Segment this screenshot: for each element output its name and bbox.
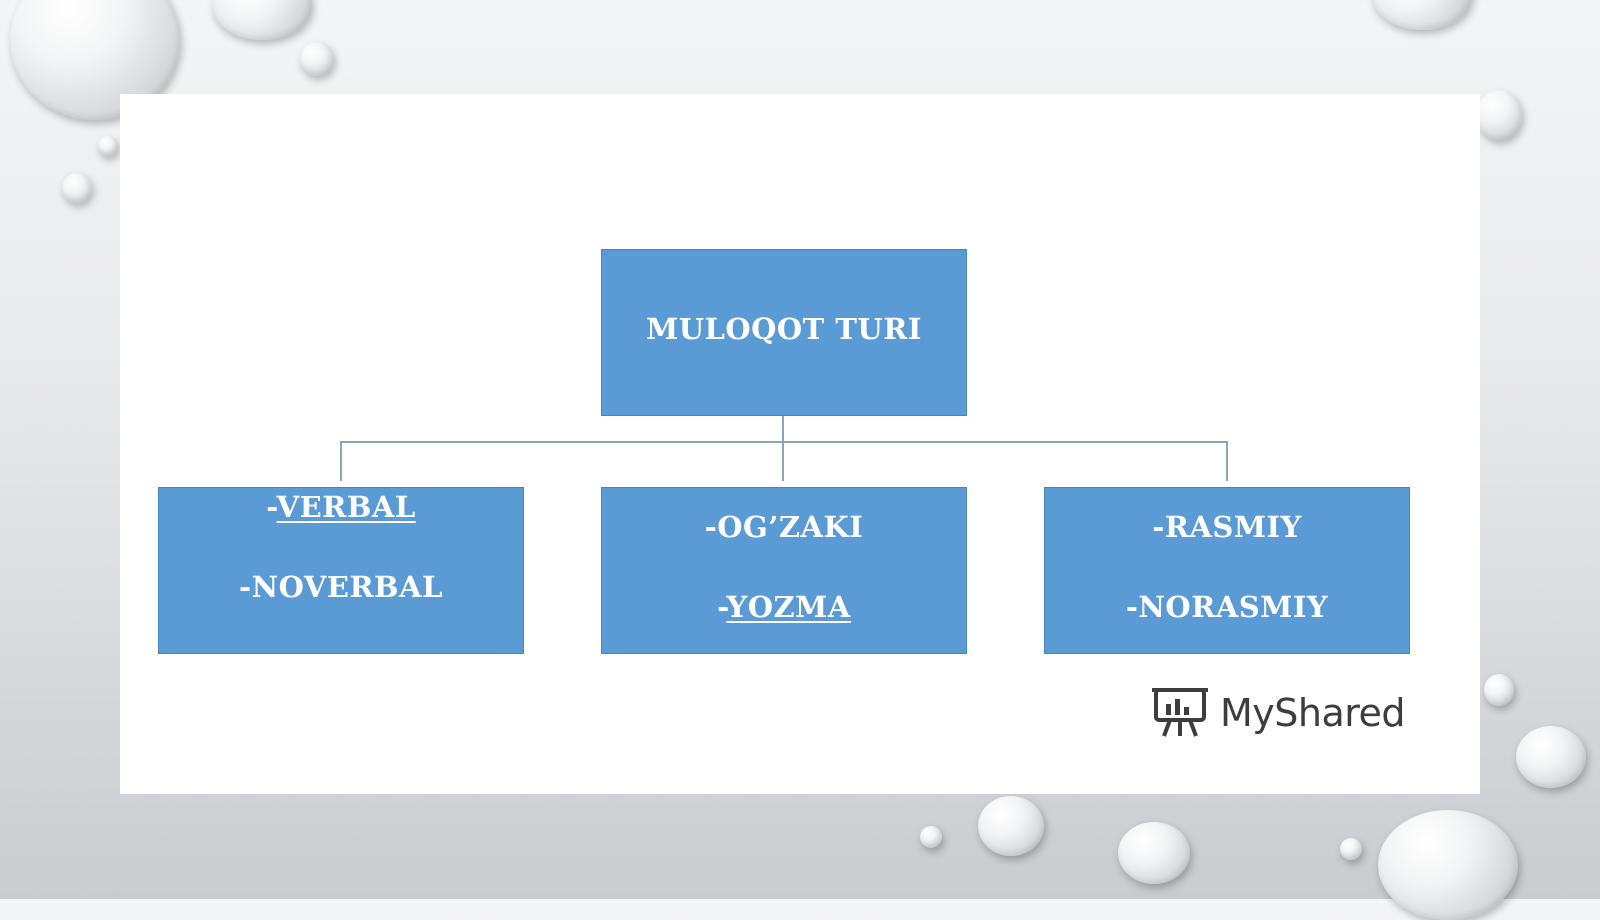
- water-drop: [212, 0, 312, 40]
- water-drop: [978, 796, 1044, 856]
- water-drop: [300, 42, 334, 76]
- child-node-line2: -YOZMA: [717, 590, 851, 624]
- water-drop: [1372, 0, 1472, 30]
- connector-center-down: [782, 441, 784, 481]
- child-node-line2: -NOVERBAL: [239, 570, 443, 604]
- water-drop: [1118, 822, 1190, 884]
- connector-right-down: [1226, 441, 1228, 481]
- child-node-line1: -OG’ZAKI: [704, 510, 864, 544]
- child-node-rasmiy: -RASMIY -NORASMIY: [1044, 487, 1410, 654]
- water-drop: [62, 173, 92, 203]
- child-node-line1: -RASMIY: [1152, 510, 1302, 544]
- root-node: MULOQOT TURI: [601, 249, 967, 416]
- connector-left-down: [340, 441, 342, 481]
- child-node-verbal: -VERBAL -NOVERBAL: [158, 487, 524, 654]
- root-node-label: MULOQOT TURI: [646, 312, 922, 346]
- connector-horizontal: [340, 441, 1228, 443]
- water-drop: [920, 826, 942, 848]
- water-drop: [1516, 726, 1586, 788]
- water-drop: [98, 136, 118, 156]
- child-node-line2: -NORASMIY: [1125, 590, 1329, 624]
- watermark-text: MyShared: [1220, 691, 1406, 735]
- water-drop: [1378, 810, 1518, 920]
- slide-canvas: MULOQOT TURI -VERBAL -NOVERBAL -OG’ZAKI …: [120, 94, 1480, 794]
- child-node-ogzaki: -OG’ZAKI -YOZMA: [601, 487, 967, 654]
- presentation-board-icon: [1150, 684, 1210, 742]
- water-drop: [1484, 674, 1514, 706]
- water-drop: [1340, 838, 1362, 860]
- water-drop: [1476, 90, 1522, 140]
- connector-root-down: [782, 406, 784, 442]
- myshared-watermark: MyShared: [1150, 684, 1406, 742]
- child-node-line1: -VERBAL: [266, 490, 416, 524]
